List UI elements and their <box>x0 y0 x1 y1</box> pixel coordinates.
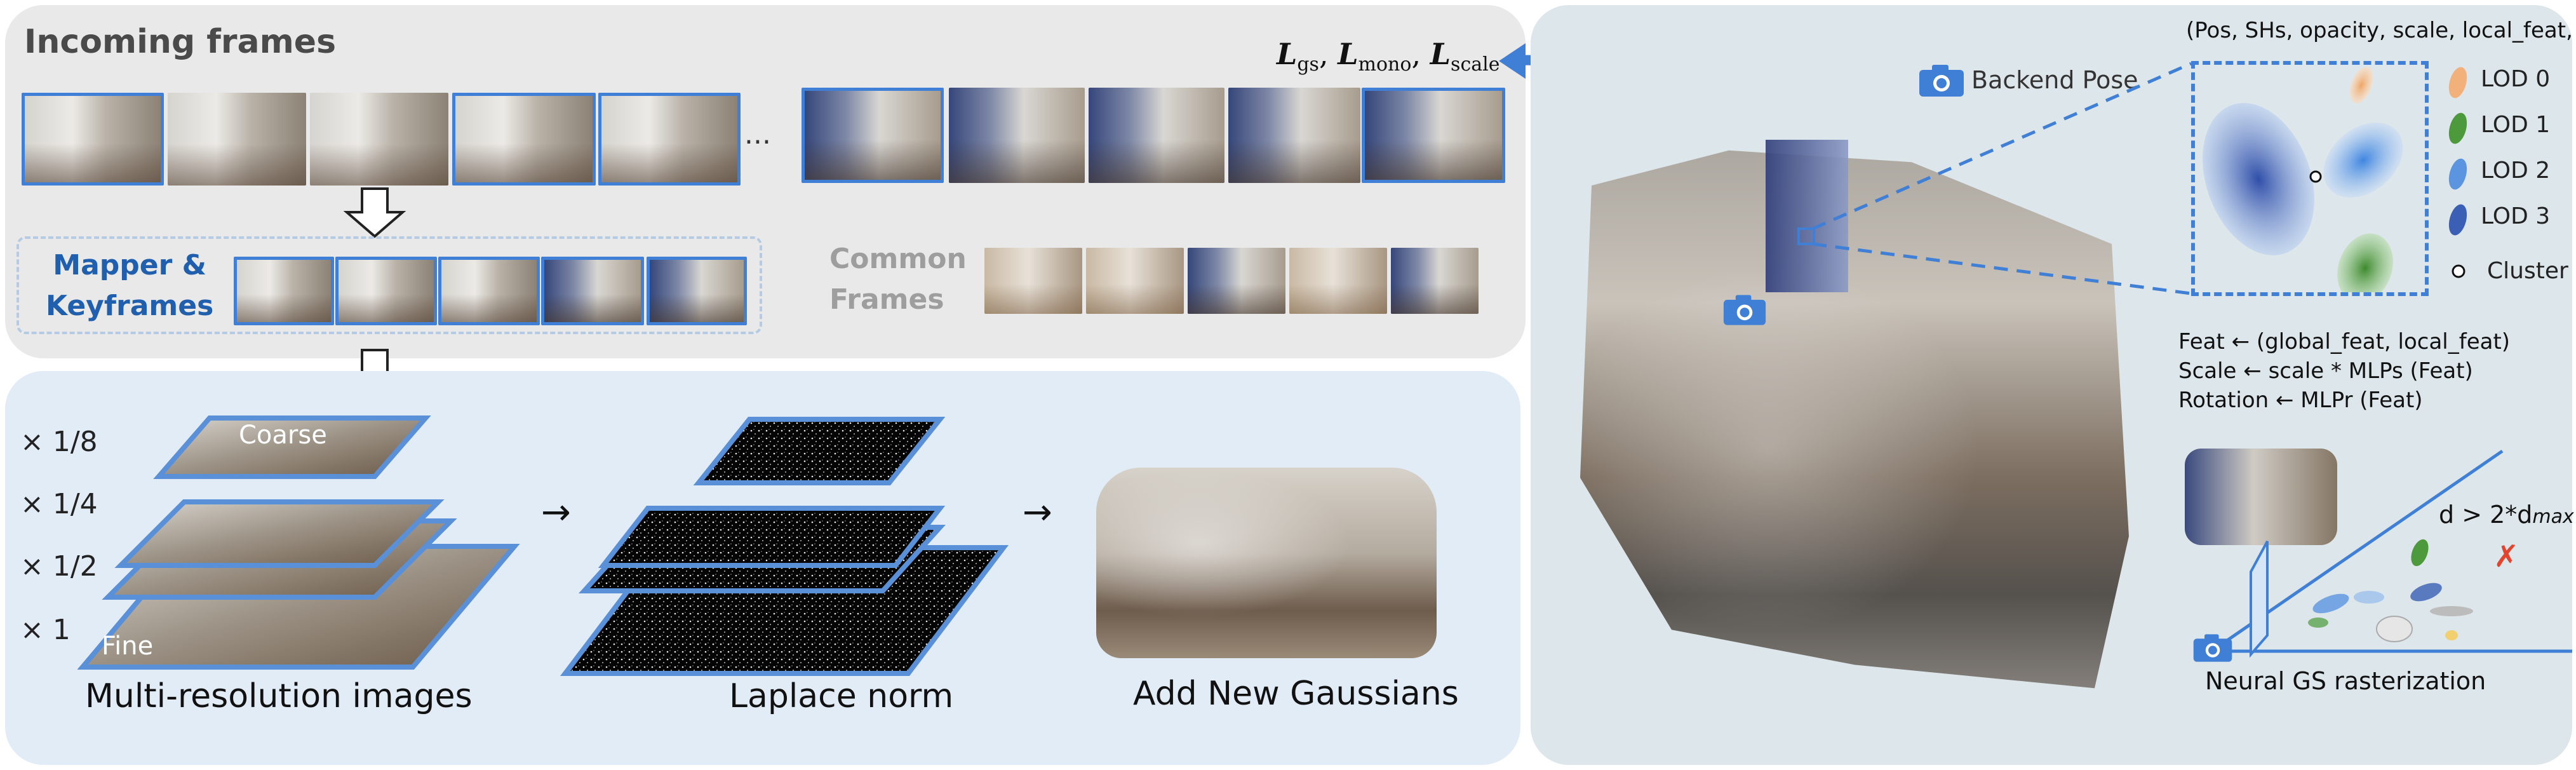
formula-rotation: Rotation ← MLPr (Feat) <box>2178 388 2423 413</box>
lod-0-icon <box>2448 67 2467 98</box>
coarse-label: Coarse <box>239 421 327 450</box>
zoom-lines <box>1797 62 2192 295</box>
laplace-layer <box>598 506 946 568</box>
fine-label: Fine <box>102 632 154 661</box>
zoomed-gaussians-box <box>2191 61 2429 296</box>
keyframe <box>438 257 540 325</box>
loss-formula: Lgs, Lmono, Lscale <box>1277 37 1500 76</box>
incoming-frame <box>452 93 596 186</box>
lod-2-label: LOD 2 <box>2481 158 2551 184</box>
scene-window <box>1766 140 1848 292</box>
incoming-frame <box>22 93 164 186</box>
incoming-frame <box>310 93 448 186</box>
gaussian-ellipses <box>2203 67 2403 292</box>
keyframes-group <box>17 236 762 334</box>
laplace-layer <box>693 417 946 485</box>
keyframe <box>234 257 334 325</box>
pyramid-layer-coarse <box>153 415 431 479</box>
incoming-frame <box>1089 88 1224 183</box>
common-frame <box>984 248 1082 314</box>
incoming-frame <box>949 88 1085 183</box>
common-frame <box>1188 248 1285 314</box>
gaussian-attributes: (Pos, SHs, opacity, scale, local_feat, v… <box>2186 18 2576 43</box>
mapper-label: Mapper & Keyframes <box>46 249 214 322</box>
camera-icon <box>2193 634 2232 662</box>
scale-label: × 1/2 <box>20 550 98 583</box>
incoming-frame <box>1228 88 1360 183</box>
incoming-frame <box>802 88 944 183</box>
raster-frustum <box>2210 449 2572 658</box>
formula-feat: Feat ← (global_feat, local_feat) <box>2178 329 2511 355</box>
keyframe <box>647 257 747 325</box>
arrow-right-icon: → <box>541 492 571 533</box>
cluster-icon <box>2452 264 2465 278</box>
arrow-right-icon: → <box>1023 492 1052 533</box>
common-frame <box>1289 248 1387 314</box>
caption-multires: Multi-resolution images <box>85 677 473 715</box>
scale-label: × 1 <box>20 614 70 646</box>
incoming-frames-title: Incoming frames <box>24 23 337 61</box>
lod-0-label: LOD 0 <box>2481 66 2551 92</box>
caption-laplace: Laplace norm <box>729 677 954 715</box>
common-frame <box>1391 248 1479 314</box>
down-arrow-icon <box>343 187 406 238</box>
lod-1-label: LOD 1 <box>2481 112 2551 138</box>
scene-reconstruction <box>1580 150 2129 689</box>
backend-pose-label: Backend Pose <box>1971 66 2138 94</box>
cluster-label: Cluster <box>2487 258 2568 284</box>
raster-input-image <box>2185 449 2337 545</box>
caption-add-gaussians: Add New Gaussians <box>1133 675 1459 713</box>
scale-label: × 1/8 <box>20 426 98 458</box>
common-frames-label: Common Frames <box>829 243 967 316</box>
lod-2-icon <box>2448 158 2467 190</box>
multires-pyramid <box>77 415 520 670</box>
lod-3-icon <box>2448 204 2467 236</box>
pyramid-layer <box>114 499 445 568</box>
incoming-frame <box>598 93 741 186</box>
distance-rule: d > 2*dmax <box>2439 501 2574 529</box>
keyframe <box>541 257 644 325</box>
laplace-pyramid <box>560 417 1009 676</box>
camera-icon <box>1919 65 1964 97</box>
reject-icon: ✗ <box>2493 539 2519 574</box>
lod-1-icon <box>2448 112 2467 144</box>
common-frame <box>1086 248 1184 314</box>
formula-scale: Scale ← scale * MLPs (Feat) <box>2178 358 2473 384</box>
added-gaussians-image <box>1096 468 1437 658</box>
frames-ellipsis: ... <box>744 118 771 151</box>
keyframe <box>335 257 437 325</box>
incoming-frame <box>1362 88 1505 183</box>
camera-icon <box>1723 295 1766 325</box>
lod-3-label: LOD 3 <box>2481 203 2551 229</box>
raster-caption: Neural GS rasterization <box>2205 667 2486 695</box>
incoming-frame <box>168 93 306 186</box>
scale-label: × 1/4 <box>20 488 98 520</box>
